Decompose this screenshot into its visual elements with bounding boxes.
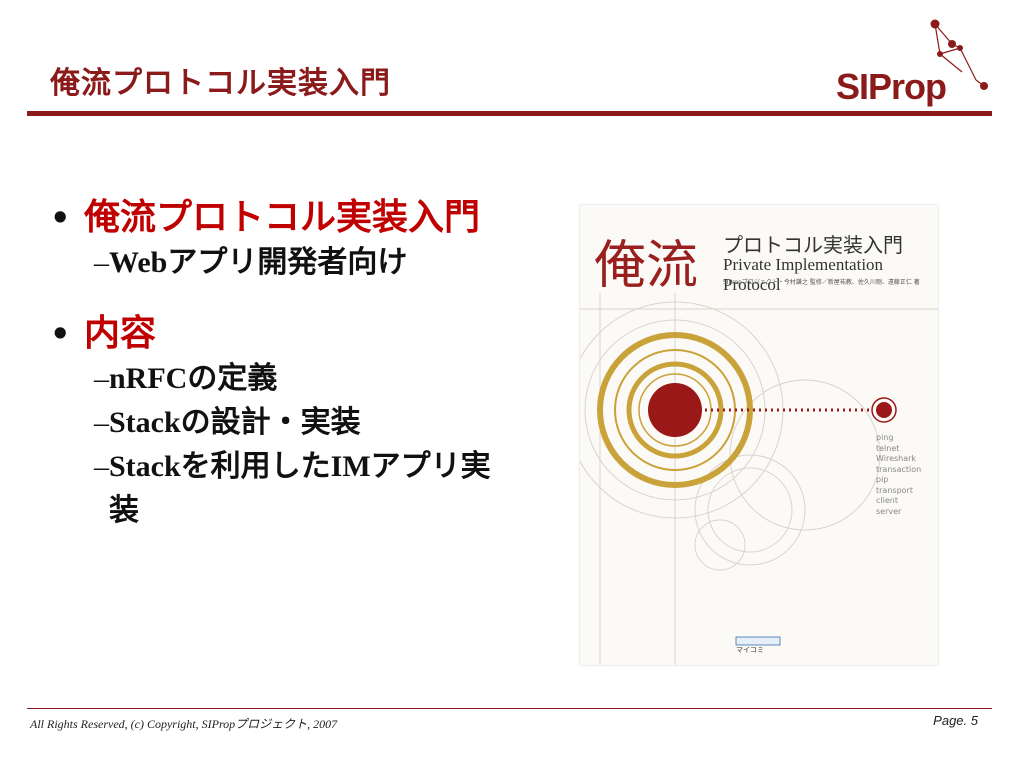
molecule-icon [930, 19, 988, 90]
book-word: client [876, 496, 898, 505]
book-title-kanji: 俺流 [594, 236, 699, 296]
logo-text: SIProp [836, 66, 947, 107]
book-authors: SIPropプロジェクト・今村謙之 監修／新屋祐教、佐久川剛、遠藤正仁 著 [723, 279, 920, 286]
bullet-marker: • [50, 199, 71, 237]
bullet-marker: • [50, 315, 71, 353]
sub-bullet-item: – Stackの設計・実装 [94, 401, 520, 445]
sub-bullet-text: Stackの設計・実装 [109, 406, 361, 439]
bullet-list: • 俺流プロトコル実装入門 – Webアプリ開発者向け • 内容 – nRFCの… [50, 195, 520, 533]
book-word: pip [876, 475, 889, 484]
sub-bullet-item: – Stackを利用したIMアプリ実装 [94, 445, 520, 533]
book-word: transport [876, 485, 913, 495]
sub-bullet-marker: – [94, 450, 109, 483]
footer-copyright: All Rights Reserved, (c) Copyright, SIPr… [30, 717, 338, 731]
siprop-logo: SIProp [832, 14, 997, 110]
title-rule [27, 111, 992, 116]
bullet-item: • 俺流プロトコル実装入門 [50, 195, 520, 241]
book-title-en: Private Implementation Protocol [723, 255, 884, 294]
sub-bullet-text: Webアプリ開発者向け [109, 246, 408, 279]
page-number: Page. 5 [933, 713, 978, 728]
book-word: server [876, 506, 902, 516]
book-word: ping [876, 433, 894, 442]
sub-bullet-marker: – [94, 406, 109, 439]
sub-bullet-text: nRFCの定義 [109, 362, 278, 395]
sub-bullet-item: – nRFCの定義 [94, 357, 520, 401]
sub-bullet-marker: – [94, 246, 109, 279]
book-word: telnet [876, 443, 900, 453]
footer-rule [27, 708, 992, 709]
bullet-item: • 内容 [50, 311, 520, 357]
target-rings-graphic [580, 293, 938, 665]
bullet-text: 俺流プロトコル実装入門 [84, 197, 481, 238]
book-word: Wireshark [876, 454, 917, 463]
sub-bullet-marker: – [94, 362, 109, 395]
book-word: transaction [876, 464, 922, 474]
book-title-jp: プロトコル実装入門 [723, 233, 903, 257]
book-cover-image: 俺流 プロトコル実装入門 Private Implementation Prot… [580, 205, 938, 665]
slide-title: 俺流プロトコル実装入門 [50, 66, 391, 101]
book-word-list: ping telnet Wireshark transaction pip tr… [876, 433, 921, 517]
sub-bullet-item: – Webアプリ開発者向け [94, 241, 520, 285]
bullet-text: 内容 [84, 313, 157, 354]
sub-bullet-text: Stackを利用したIMアプリ実装 [109, 450, 491, 527]
book-publisher: マイコミ [736, 646, 764, 654]
